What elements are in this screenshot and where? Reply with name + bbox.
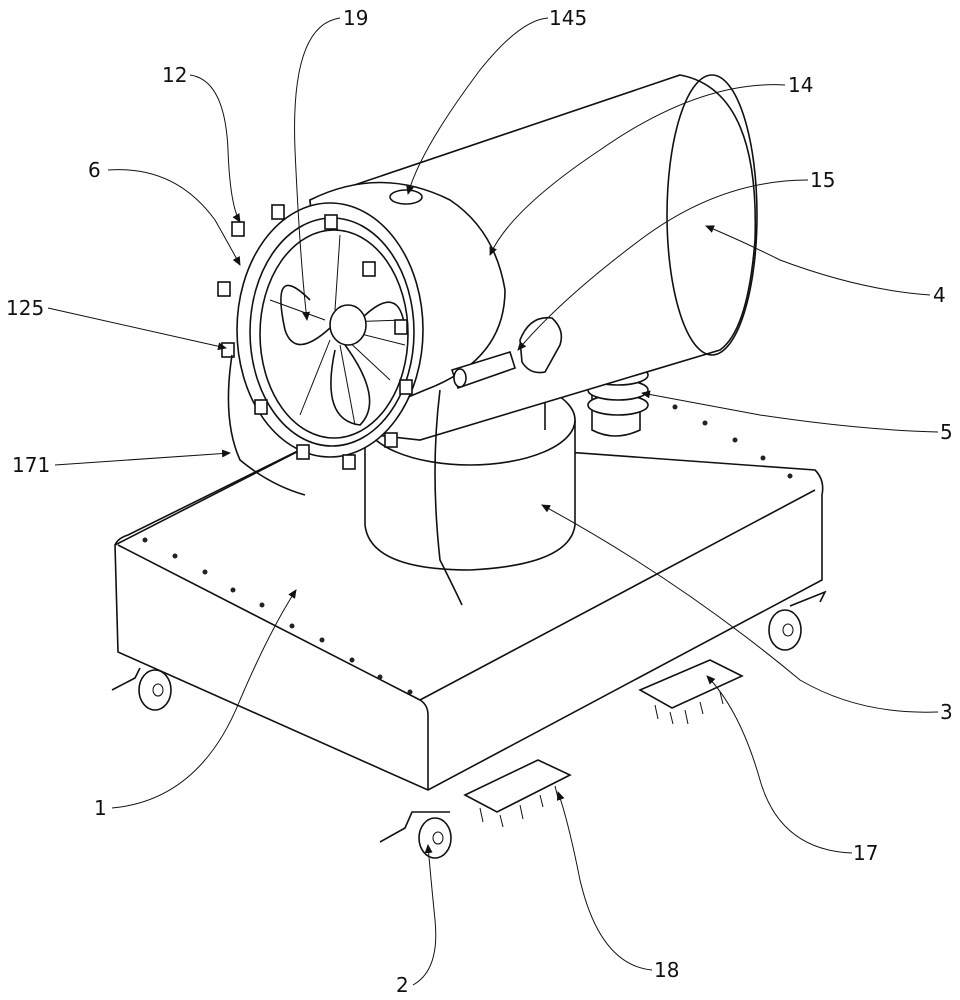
leader-lines xyxy=(47,17,939,986)
top-port-145 xyxy=(389,189,423,205)
fan-ring xyxy=(217,202,424,470)
label-3: 3 xyxy=(940,700,953,724)
label-19: 19 xyxy=(343,6,369,30)
label-12: 12 xyxy=(162,63,188,87)
spike-plates xyxy=(463,659,744,828)
label-5: 5 xyxy=(940,420,953,444)
label-15: 15 xyxy=(810,168,836,192)
label-1: 1 xyxy=(94,796,107,820)
hoses xyxy=(227,354,463,606)
label-17: 17 xyxy=(853,841,879,865)
label-6: 6 xyxy=(88,158,101,182)
label-125: 125 xyxy=(6,296,45,320)
label-145: 145 xyxy=(549,6,588,30)
label-14: 14 xyxy=(788,73,814,97)
label-2: 2 xyxy=(396,973,409,997)
label-18: 18 xyxy=(654,958,680,982)
base-box xyxy=(114,404,824,791)
label-4: 4 xyxy=(933,283,946,307)
label-171: 171 xyxy=(12,453,51,477)
